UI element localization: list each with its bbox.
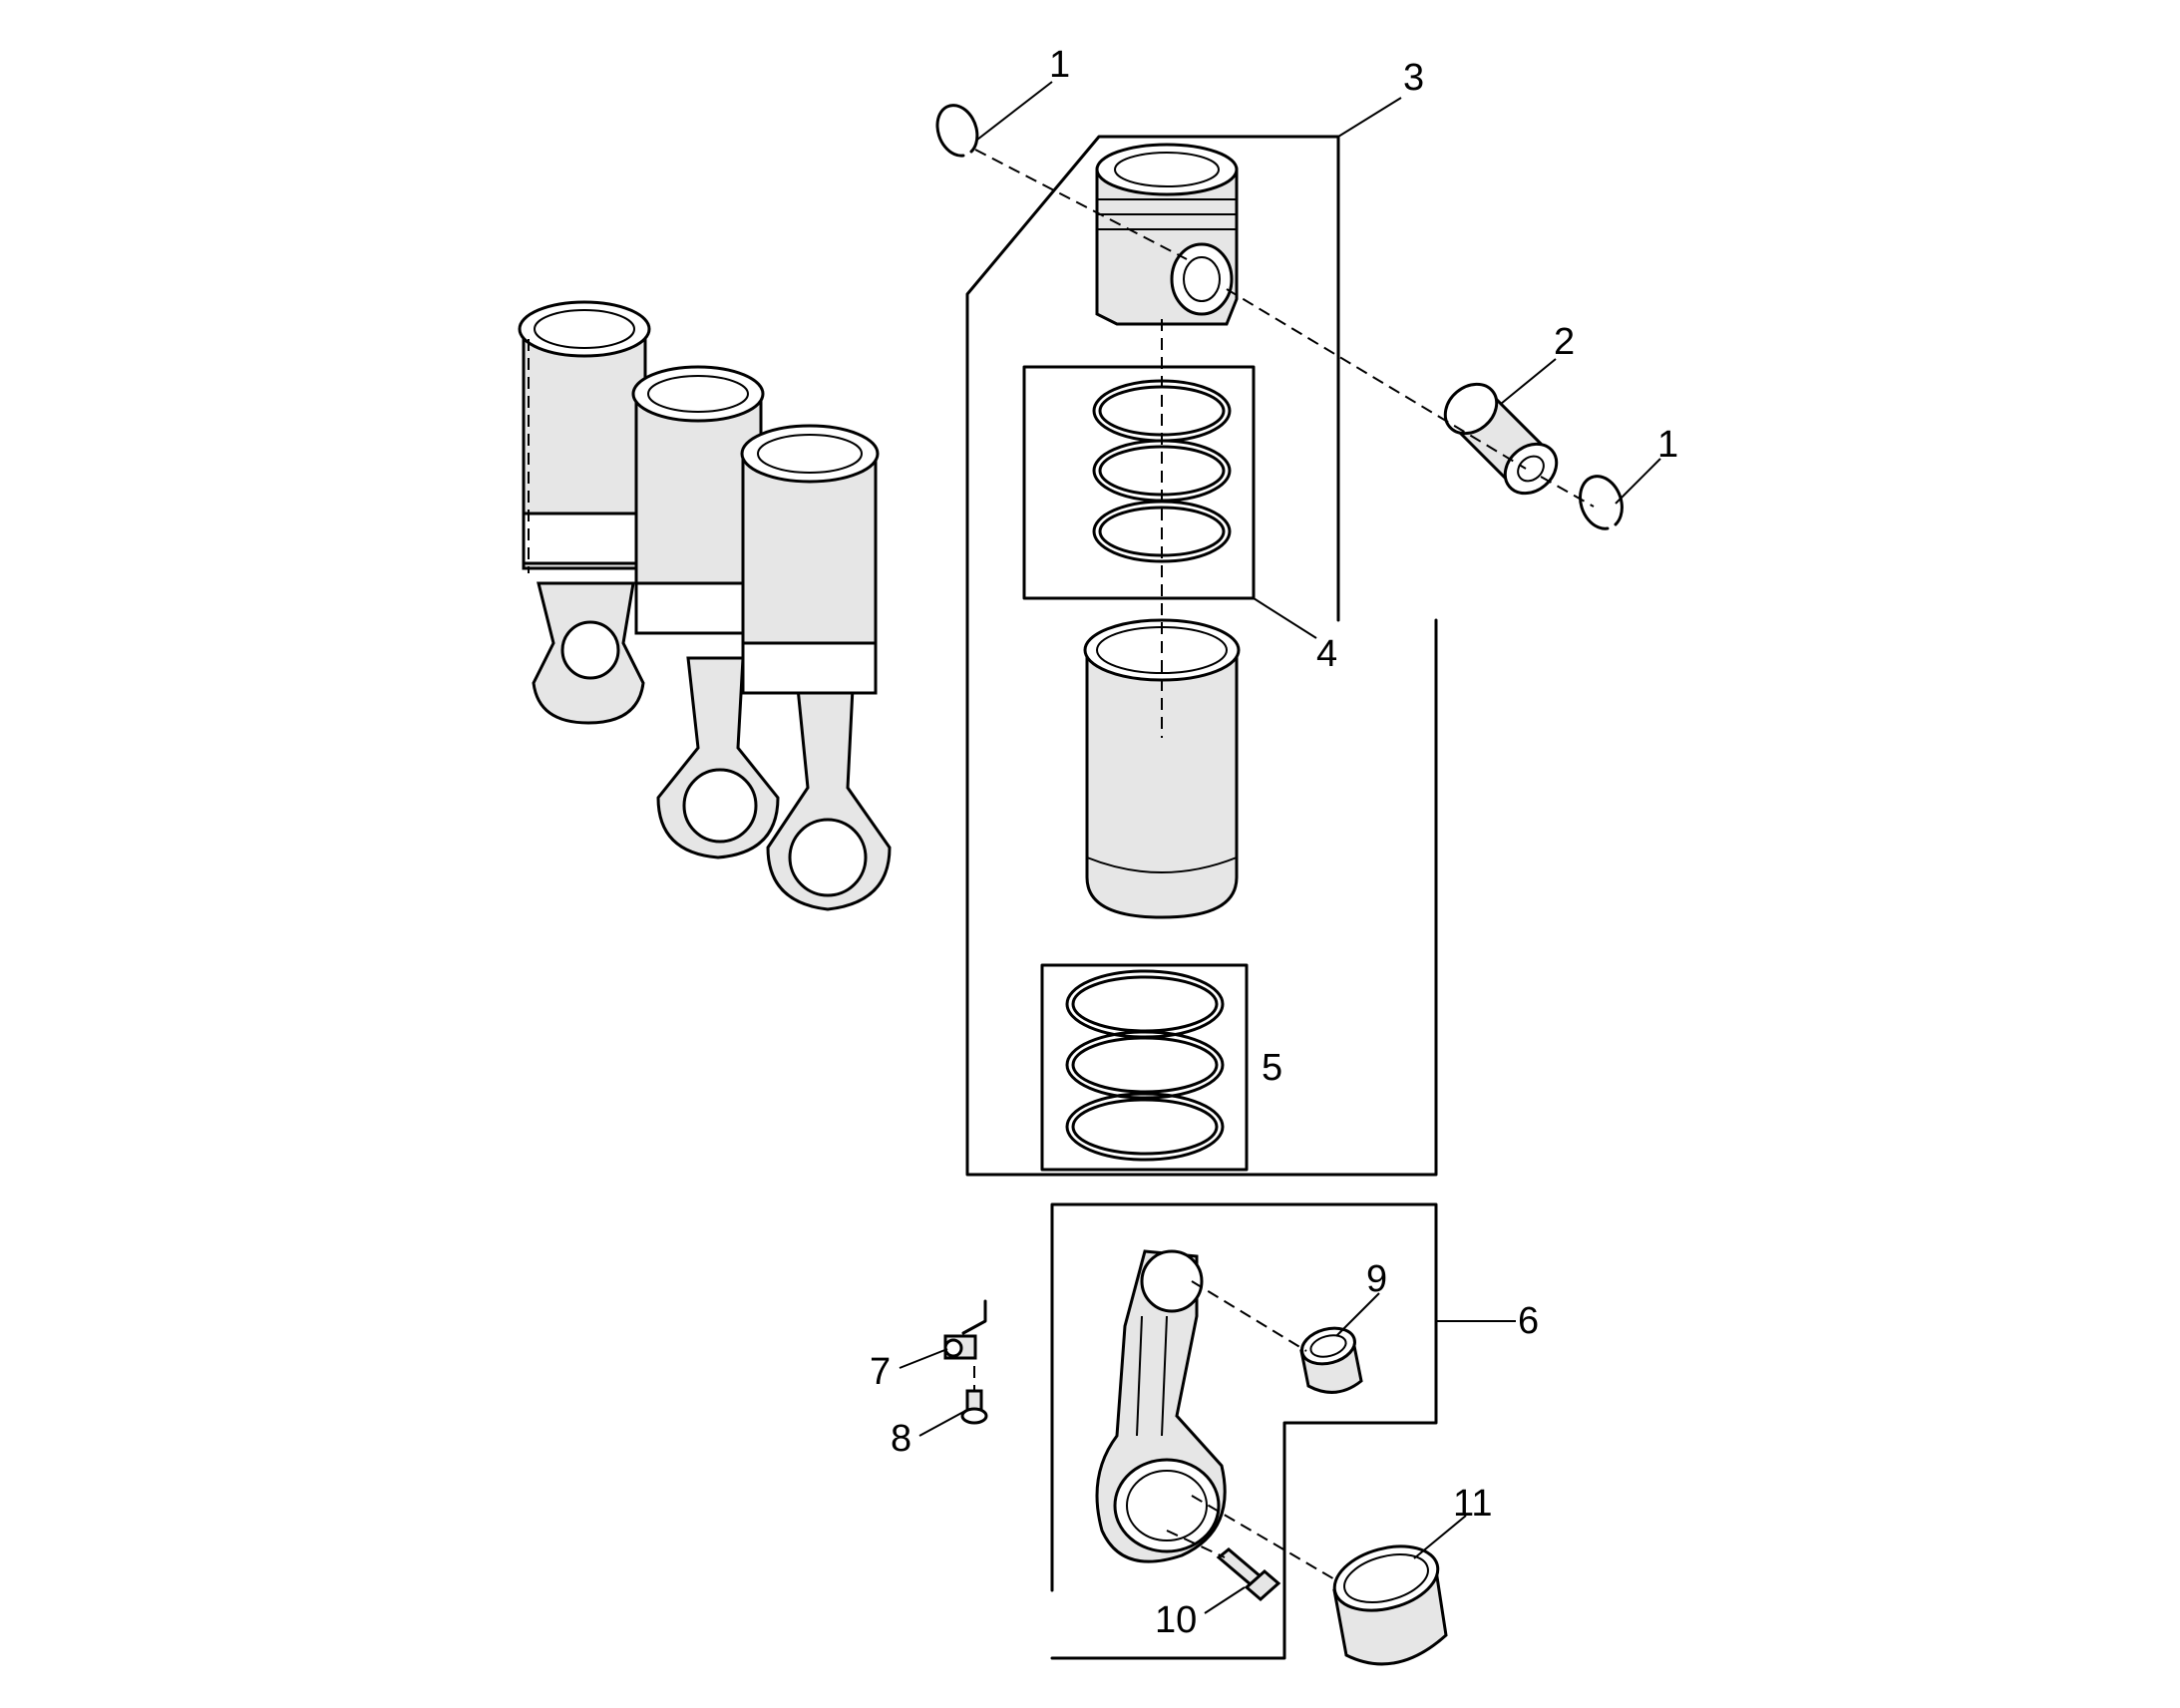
callout-2: 2 — [1554, 321, 1575, 363]
callout-labels: 1 2 3 4 5 6 7 8 9 10 11 1 — [870, 44, 1678, 1641]
assembly-dashed-lines — [973, 149, 1595, 1581]
callout-11: 11 — [1453, 1483, 1492, 1525]
callout-1-right: 1 — [1657, 424, 1678, 466]
connecting-rod-frame — [1050, 1202, 1438, 1660]
callout-9: 9 — [1366, 1258, 1387, 1300]
piston-cooling-nozzle-part — [943, 1299, 987, 1360]
small-end-bushing-part — [1299, 1326, 1363, 1394]
piston-pin-part — [1443, 382, 1559, 496]
callout-3: 3 — [1403, 57, 1424, 99]
rod-bolt-part — [1216, 1547, 1281, 1601]
big-end-bearing-part — [1332, 1544, 1448, 1666]
callout-8: 8 — [891, 1418, 911, 1460]
connecting-rod-part — [1095, 1249, 1227, 1563]
snap-ring-top-part — [935, 104, 979, 158]
callout-6: 6 — [1518, 1300, 1539, 1342]
callout-5: 5 — [1262, 1047, 1282, 1089]
leader-lines — [899, 81, 1661, 1614]
liner-seal-rings-part — [1065, 969, 1225, 1162]
callout-7: 7 — [870, 1351, 891, 1393]
piston-part — [1095, 143, 1239, 326]
piston-ring-box — [1022, 365, 1256, 600]
callout-1-top: 1 — [1049, 44, 1070, 86]
callout-4: 4 — [1316, 633, 1337, 675]
cylinder-kit-frame — [965, 135, 1438, 1177]
assembled-cylinders-illustration — [518, 300, 892, 911]
callout-10: 10 — [1155, 1599, 1197, 1641]
seal-ring-box — [1040, 963, 1249, 1172]
snap-ring-right-part — [1579, 475, 1624, 530]
nozzle-bolt-part — [960, 1389, 988, 1425]
